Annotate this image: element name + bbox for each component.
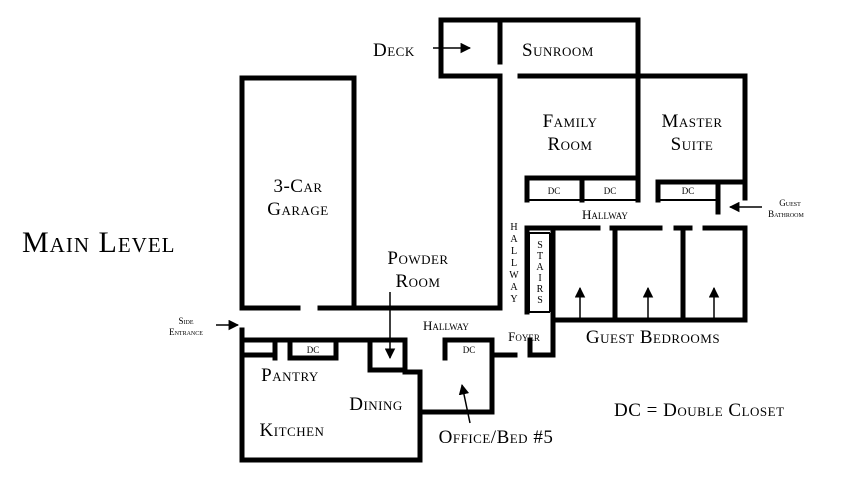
stairs-vertical-letter: A [536, 262, 544, 273]
closet-dividers [527, 175, 718, 313]
wall-powder [367, 337, 408, 373]
legend-text: DC = Double Closet [614, 400, 785, 421]
label-kitchen: Kitchen [260, 420, 325, 441]
label-dc-master: DC [682, 186, 695, 196]
label-office: Office/Bed #5 [439, 427, 554, 448]
label-master-suite-line2: Suite [671, 134, 714, 155]
label-sunroom: Sunroom [522, 40, 594, 61]
labels: Main Level DC = Double Closet Deck Sunro… [22, 40, 805, 448]
label-dc-kitchen: DC [307, 345, 320, 355]
hallway-vertical-letter: A [510, 234, 518, 245]
wall-bedrooms-right [550, 225, 748, 323]
hallway-vertical-letter: W [509, 270, 519, 281]
label-side-entrance-line2: Entrance [169, 327, 203, 337]
wall-kitchen-dc [287, 337, 339, 361]
stairs-vertical-letter: S [537, 240, 543, 251]
arrow-office-icon [458, 383, 471, 424]
wall-sunroom-bottom [517, 73, 748, 201]
stairs-vertical-letter: I [538, 273, 541, 284]
label-side-entrance-line1: Side [178, 316, 193, 326]
plan-title: Main Level [22, 226, 175, 259]
hallway-vertical-letter: L [511, 258, 517, 269]
stairs-vertical-letter: R [537, 284, 544, 295]
label-foyer: Foyer [508, 329, 540, 344]
stairs-vertical-letter: S [537, 295, 543, 306]
label-family-room-line2: Room [547, 134, 592, 155]
walls [239, 17, 748, 463]
wall-sunroom-top [438, 17, 641, 178]
arrows [216, 42, 762, 424]
label-deck: Deck [373, 40, 415, 61]
label-family-room-line1: Family [543, 111, 598, 132]
label-master-suite-line1: Master [661, 111, 722, 132]
wall-dining-right [402, 337, 423, 415]
stairs-vertical-letter: T [537, 251, 543, 262]
hallway-vertical-letter: L [511, 246, 517, 257]
wall-office [417, 352, 495, 415]
hallway-vertical-letter: A [510, 282, 518, 293]
label-dc-family-left: DC [548, 186, 561, 196]
wall-kitchen-outer [239, 337, 423, 463]
label-dc-family-right: DC [604, 186, 617, 196]
label-dining: Dining [349, 394, 403, 415]
label-guest-bedrooms: Guest Bedrooms [586, 327, 720, 348]
label-dc-office: DC [463, 345, 476, 355]
label-garage-line2: Garage [267, 199, 329, 220]
label-garage-line1: 3-Car [273, 176, 322, 197]
label-powder-room-line2: Room [395, 271, 440, 292]
label-powder-room-line1: Powder [387, 248, 448, 269]
hallway-vertical-letter: Y [510, 294, 517, 305]
label-hallway-upper: Hallway [582, 207, 628, 222]
wall-master-closets [655, 179, 748, 203]
label-pantry: Pantry [261, 365, 319, 386]
label-guest-bathroom-line2: Bathroom [768, 209, 804, 219]
label-hallway-lower: Hallway [423, 318, 469, 333]
label-guest-bathroom-line1: Guest [779, 198, 801, 208]
wall-office-top [442, 337, 495, 361]
hallway-vertical-letter: H [510, 222, 517, 233]
wall-deck-left [438, 17, 503, 79]
wall-garage [239, 75, 357, 311]
